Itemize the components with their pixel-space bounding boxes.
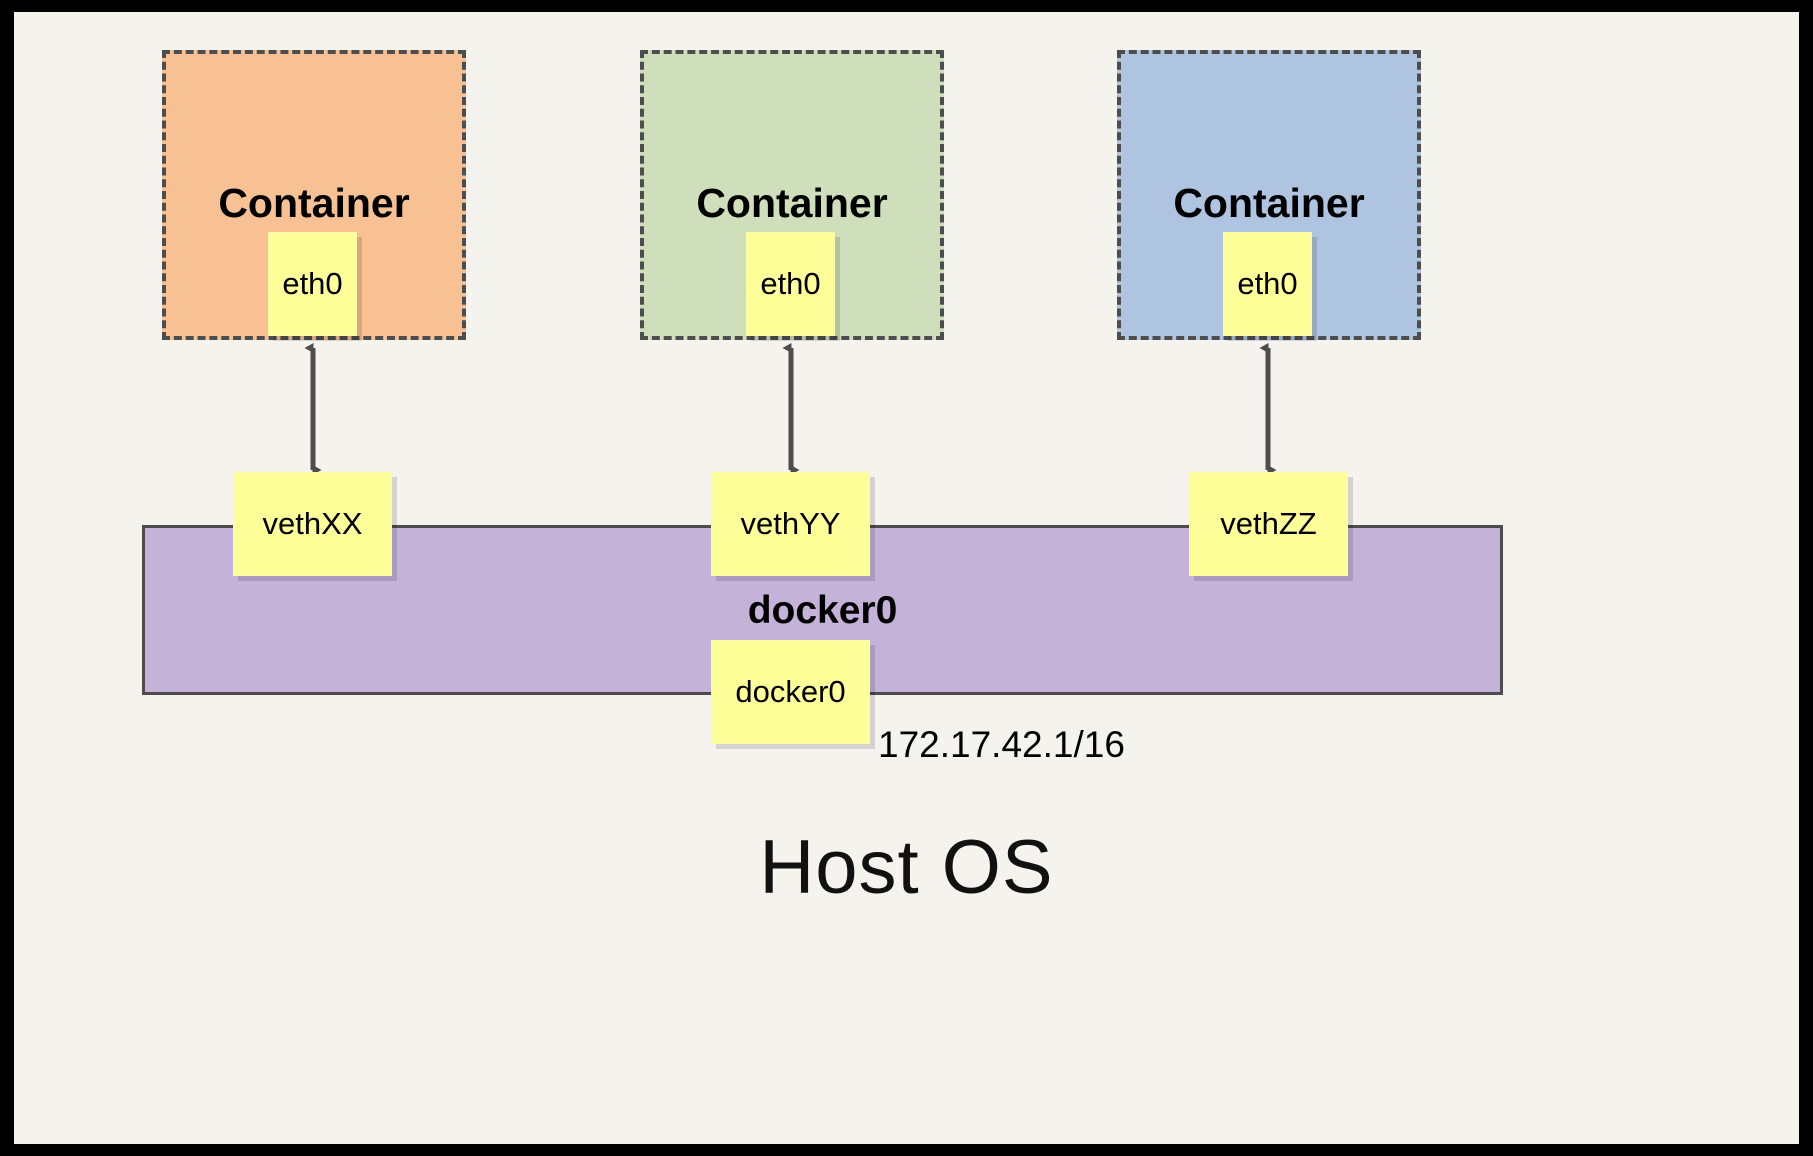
diagram-sheet: Container eth0 Container eth0 xyxy=(14,12,1799,1144)
container-title-2: Container xyxy=(696,180,888,226)
eth0-box-3: eth0 xyxy=(1223,232,1312,336)
eth0-label-3: eth0 xyxy=(1237,266,1298,301)
host-os-title: Host OS xyxy=(759,825,1054,910)
eth0-box-1: eth0 xyxy=(268,232,357,336)
veth-box-3: vethZZ xyxy=(1189,472,1348,576)
veth-box-1: vethXX xyxy=(233,472,392,576)
docker0-ip-label: 172.17.42.1/16 xyxy=(878,724,1125,765)
eth0-label-1: eth0 xyxy=(282,266,343,301)
connector-arrow-1 xyxy=(304,343,322,475)
eth0-label-2: eth0 xyxy=(760,266,821,301)
veth-label-1: vethXX xyxy=(262,506,363,541)
docker0-bridge-label: docker0 xyxy=(747,589,898,632)
connector-arrow-3 xyxy=(1259,343,1277,475)
container-title-3: Container xyxy=(1173,180,1365,226)
veth-label-3: vethZZ xyxy=(1220,506,1317,541)
container-title-1: Container xyxy=(218,180,410,226)
docker0-interface-label: docker0 xyxy=(735,674,846,709)
veth-label-2: vethYY xyxy=(740,506,841,541)
docker0-interface-box: docker0 xyxy=(711,640,870,744)
eth0-box-2: eth0 xyxy=(746,232,835,336)
connector-arrow-2 xyxy=(782,343,800,475)
veth-box-2: vethYY xyxy=(711,472,870,576)
